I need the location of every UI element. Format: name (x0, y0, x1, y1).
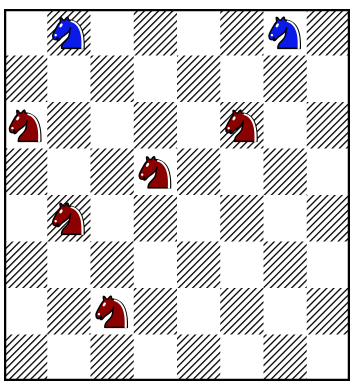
square-g7[interactable] (264, 56, 308, 103)
square-a7[interactable] (4, 56, 48, 103)
square-d2[interactable] (134, 288, 178, 335)
square-h4[interactable] (307, 195, 350, 242)
square-d1[interactable] (134, 335, 178, 381)
square-c6[interactable] (91, 102, 135, 149)
square-h2[interactable] (307, 288, 350, 335)
square-a1[interactable] (4, 335, 48, 381)
square-e5[interactable] (177, 149, 221, 196)
square-h3[interactable] (307, 242, 350, 289)
square-e4[interactable] (177, 195, 221, 242)
square-c4[interactable] (91, 195, 135, 242)
square-a5[interactable] (4, 149, 48, 196)
square-b2[interactable] (47, 288, 91, 335)
square-a2[interactable] (4, 288, 48, 335)
square-g5[interactable] (264, 149, 308, 196)
square-g4[interactable] (264, 195, 308, 242)
chess-board (4, 9, 350, 381)
square-d7[interactable] (134, 56, 178, 103)
square-g1[interactable] (264, 335, 308, 381)
square-c5[interactable] (91, 149, 135, 196)
square-c1[interactable] (91, 335, 135, 381)
square-d4[interactable] (134, 195, 178, 242)
square-b6[interactable] (47, 102, 91, 149)
square-f8[interactable] (220, 9, 264, 56)
square-b1[interactable] (47, 335, 91, 381)
square-a3[interactable] (4, 242, 48, 289)
square-b3[interactable] (47, 242, 91, 289)
square-a8[interactable] (4, 9, 48, 56)
square-d8[interactable] (134, 9, 178, 56)
square-f2[interactable] (220, 288, 264, 335)
square-e6[interactable] (177, 102, 221, 149)
square-e1[interactable] (177, 335, 221, 381)
board-canvas (4, 9, 350, 381)
square-g3[interactable] (264, 242, 308, 289)
square-f4[interactable] (220, 195, 264, 242)
square-e2[interactable] (177, 288, 221, 335)
square-c8[interactable] (91, 9, 135, 56)
square-h6[interactable] (307, 102, 350, 149)
square-h5[interactable] (307, 149, 350, 196)
square-h7[interactable] (307, 56, 350, 103)
square-g2[interactable] (264, 288, 308, 335)
square-d6[interactable] (134, 102, 178, 149)
square-c7[interactable] (91, 56, 135, 103)
square-d3[interactable] (134, 242, 178, 289)
square-b7[interactable] (47, 56, 91, 103)
square-g6[interactable] (264, 102, 308, 149)
square-f1[interactable] (220, 335, 264, 381)
square-c3[interactable] (91, 242, 135, 289)
square-e8[interactable] (177, 9, 221, 56)
square-a4[interactable] (4, 195, 48, 242)
square-h8[interactable] (307, 9, 350, 56)
square-f3[interactable] (220, 242, 264, 289)
square-f5[interactable] (220, 149, 264, 196)
square-h1[interactable] (307, 335, 350, 381)
square-b5[interactable] (47, 149, 91, 196)
square-f7[interactable] (220, 56, 264, 103)
square-e3[interactable] (177, 242, 221, 289)
square-e7[interactable] (177, 56, 221, 103)
